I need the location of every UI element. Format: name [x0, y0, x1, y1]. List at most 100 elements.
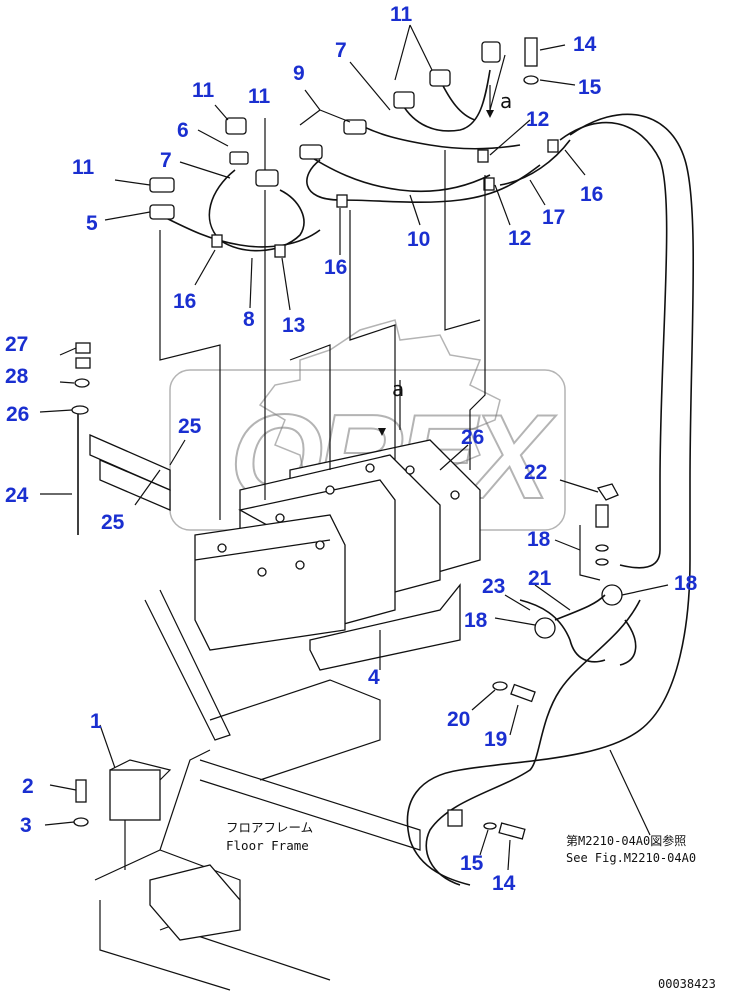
callout: 15 [578, 76, 602, 99]
leader [249, 257, 253, 309]
leader [281, 257, 291, 311]
bolt-2 [75, 779, 87, 803]
bracket-1-detail [109, 759, 172, 781]
callout: 11 [192, 79, 215, 102]
callout: 21 [528, 567, 552, 590]
upper-harness [159, 69, 571, 252]
connector-11-c [255, 169, 279, 187]
washer-26 [71, 405, 89, 415]
long-cable-right [559, 121, 668, 569]
right-parts [447, 37, 637, 840]
floor-frame [94, 589, 421, 991]
terminal [275, 513, 285, 523]
battery-top-edge [194, 539, 331, 561]
callouts: 1 2 3 4 5 6 7 7 8 9 10 11 11 11 11 12 12… [5, 3, 698, 895]
callout: 5 [86, 212, 98, 235]
washer-18-b [595, 558, 609, 566]
callout: 22 [524, 461, 547, 484]
callout: 12 [526, 108, 549, 131]
callout: 7 [160, 149, 172, 172]
plate [149, 864, 241, 941]
switch-18-left [534, 617, 556, 639]
cable-7-left [208, 169, 305, 252]
leader [539, 79, 576, 86]
callout: 11 [72, 156, 95, 179]
cable-21 [554, 594, 606, 621]
cable-7-right [359, 124, 521, 150]
callout: 16 [580, 183, 603, 206]
callout: 18 [464, 609, 488, 632]
terminal [295, 560, 305, 570]
callout: 26 [6, 403, 29, 426]
bolt-19 [510, 683, 536, 703]
leader [469, 175, 486, 470]
callout: 16 [173, 290, 196, 313]
callout: 28 [5, 365, 29, 388]
washer-20 [492, 681, 508, 691]
terminal [365, 463, 375, 473]
leader [479, 829, 489, 856]
callout: 26 [461, 426, 484, 449]
callout: 13 [282, 314, 305, 337]
washer-15-bottom [483, 822, 497, 830]
callout: 14 [573, 33, 597, 56]
terminal [405, 465, 415, 475]
clamp-13 [274, 244, 286, 258]
leader [394, 24, 433, 81]
frame-beam-2 [209, 679, 381, 781]
callout: 18 [674, 572, 698, 595]
callout: 25 [101, 511, 125, 534]
leader [509, 704, 519, 736]
bolt-18 [595, 504, 609, 528]
leader [444, 150, 481, 331]
leader [44, 821, 75, 826]
callout: 25 [178, 415, 202, 438]
clamp-bottom [447, 809, 463, 827]
nut-27-b [75, 357, 91, 369]
terminal [325, 485, 335, 495]
leader [169, 439, 186, 466]
washer-18-a [595, 544, 609, 552]
callout: 23 [482, 575, 505, 598]
callout: 6 [177, 119, 189, 142]
clamp-12-b [483, 177, 495, 191]
callout: 8 [243, 308, 255, 331]
frame-beam-6 [159, 749, 211, 851]
leader [409, 194, 421, 226]
washer-28 [74, 378, 90, 388]
leader [489, 54, 506, 111]
leader [494, 184, 511, 226]
frame-beam-1 [144, 589, 231, 741]
leader [494, 617, 536, 626]
callout: 14 [492, 872, 516, 895]
callout: 12 [508, 227, 531, 250]
long-cable-right-2 [406, 113, 695, 886]
battery-front-left [194, 514, 346, 651]
terminal [257, 567, 267, 577]
leader [299, 89, 351, 126]
leader [349, 210, 396, 460]
leader [114, 179, 151, 186]
leader [507, 839, 511, 871]
leader [609, 749, 651, 836]
frame-beam-5 [99, 900, 231, 991]
cap-22 [596, 483, 619, 501]
callout: 17 [542, 206, 565, 229]
callout: 10 [407, 228, 430, 251]
callout: 1 [90, 710, 102, 733]
floor-frame-label-jp: フロアフレーム [226, 820, 313, 835]
nut-27-a [75, 342, 91, 354]
cable-23 [519, 599, 606, 663]
callout: 24 [5, 484, 29, 507]
connector-9-b [343, 119, 367, 135]
leader [504, 594, 531, 611]
cable-10 [299, 149, 491, 193]
cable-17 [499, 139, 571, 186]
callout: 7 [335, 39, 347, 62]
long-cable-lower [425, 599, 641, 886]
connector-11-a [149, 177, 175, 193]
cable-11-top [399, 69, 491, 132]
leader [579, 525, 601, 581]
callout: 15 [460, 852, 484, 875]
callout: 20 [447, 708, 470, 731]
